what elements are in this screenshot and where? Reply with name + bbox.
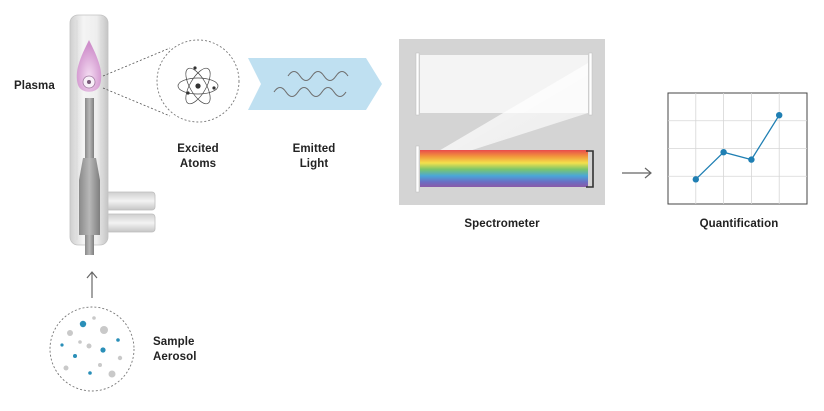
up-arrow-icon — [86, 271, 98, 298]
spectrometer-label: Spectrometer — [464, 218, 540, 230]
sample-aerosol-label-line1: Sample — [153, 336, 195, 348]
emitted-light-label: Emitted Light — [281, 142, 347, 172]
chart-data-point — [776, 112, 783, 119]
chart-data-point — [692, 176, 699, 183]
plasma-torch-icon — [69, 14, 156, 255]
right-arrow-icon — [622, 167, 652, 179]
aerosol-icon — [49, 306, 135, 392]
emitted-light-label-line2: Light — [299, 158, 329, 170]
excited-atoms-label-line2: Atoms — [179, 158, 217, 170]
spectrum-icon — [399, 39, 605, 205]
chart-series-line — [695, 114, 780, 180]
excited-atoms-label-line1: Excited — [177, 143, 219, 155]
atom-icon — [156, 39, 240, 123]
sample-aerosol-label: Sample Aerosol — [153, 335, 197, 365]
quantification-label: Quantification — [699, 218, 779, 230]
excited-atoms-label: Excited Atoms — [165, 142, 231, 172]
chart-grid — [668, 93, 807, 204]
zoom-connector-top — [102, 47, 171, 77]
plasma-label: Plasma — [14, 80, 55, 92]
zoom-connector-bottom — [102, 87, 171, 117]
chart-data-point — [748, 156, 755, 163]
light-wave-icon — [248, 58, 382, 110]
quantification-chart — [667, 92, 808, 205]
emitted-light-label-line1: Emitted — [292, 143, 336, 155]
chart-series — [692, 112, 783, 183]
sample-aerosol-label-line2: Aerosol — [153, 351, 197, 363]
chart-data-point — [720, 149, 727, 156]
